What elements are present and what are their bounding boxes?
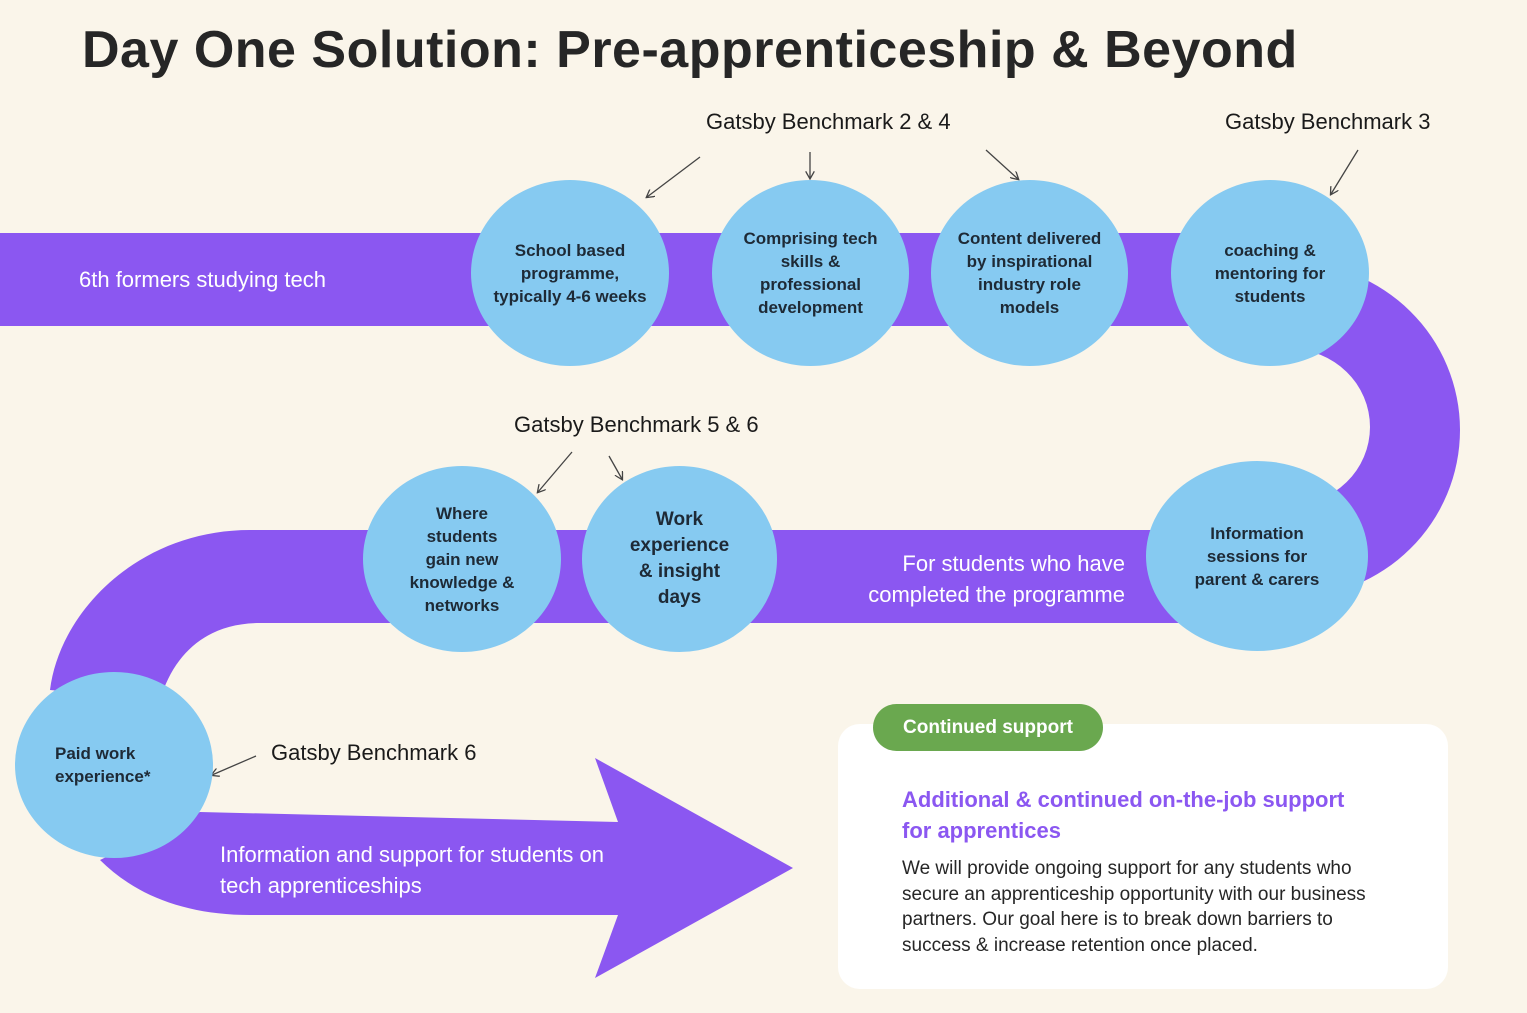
node-knowledge-networks: Where students gain new knowledge & netw… <box>363 466 561 652</box>
benchmark-2-4-label: Gatsby Benchmark 2 & 4 <box>706 109 951 134</box>
node-role-models: Content delivered by inspirational indus… <box>931 180 1128 366</box>
bottom-flow-arrow <box>100 758 793 978</box>
continued-support-card <box>838 724 1448 989</box>
pointer-arrow <box>608 455 622 479</box>
node-paid-work-experience: Paid work experience* <box>15 672 213 858</box>
pointer-arrow <box>538 451 573 492</box>
support-card-heading: Additional & continued on-the-job suppor… <box>902 787 1345 843</box>
benchmark-5-6-label: Gatsby Benchmark 5 & 6 <box>514 412 759 437</box>
benchmark-6-label: Gatsby Benchmark 6 <box>271 740 477 765</box>
node-school-programme: School based programme, typically 4-6 we… <box>471 180 669 366</box>
pointer-arrow <box>647 156 701 197</box>
end-band-label: Information and support for students on … <box>220 842 605 898</box>
node-tech-skills: Comprising tech skills & professional de… <box>712 180 909 366</box>
continued-support-pill: Continued support <box>873 704 1103 751</box>
pointer-arrow <box>212 755 257 775</box>
middle-band-label: For students who have completed the prog… <box>868 551 1125 607</box>
node-coaching-mentoring: coaching & mentoring for students <box>1171 180 1369 366</box>
page-title: Day One Solution: Pre-apprenticeship & B… <box>82 21 1298 79</box>
node-information-sessions: Information sessions for parent & carers <box>1146 461 1368 651</box>
pointer-arrow <box>985 149 1018 179</box>
support-card-body: We will provide ongoing support for any … <box>902 858 1366 956</box>
node-work-experience: Work experience & insight days <box>582 466 777 652</box>
benchmark-pointer-arrows <box>212 149 1359 775</box>
pointer-arrow <box>1331 149 1359 194</box>
left-curve-band <box>50 530 372 700</box>
benchmark-3-label: Gatsby Benchmark 3 <box>1225 109 1431 134</box>
start-band-label: 6th formers studying tech <box>79 267 327 292</box>
